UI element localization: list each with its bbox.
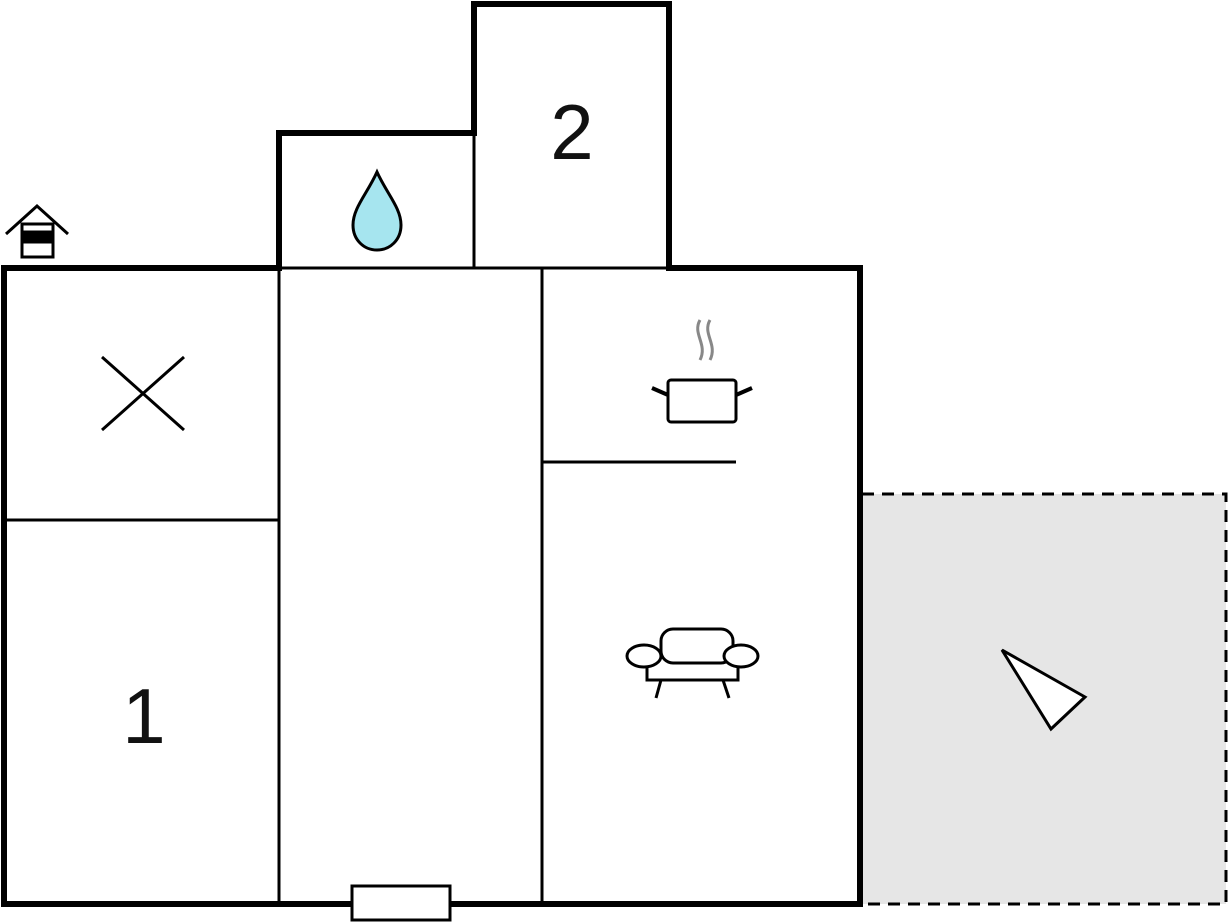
compass-triangle-icon: [1000, 648, 1088, 732]
cooking-pot-icon: [651, 319, 753, 424]
cross-icon: [101, 355, 185, 432]
room-label-2: 2: [550, 88, 593, 176]
outer-walls: [1, 1, 863, 907]
entrance-door: [350, 884, 452, 922]
sofa-icon: [625, 627, 760, 699]
room-label-1: 1: [122, 672, 165, 760]
water-drop-icon: [351, 168, 403, 252]
interior-walls: [4, 133, 736, 904]
house-icon: [4, 203, 70, 259]
